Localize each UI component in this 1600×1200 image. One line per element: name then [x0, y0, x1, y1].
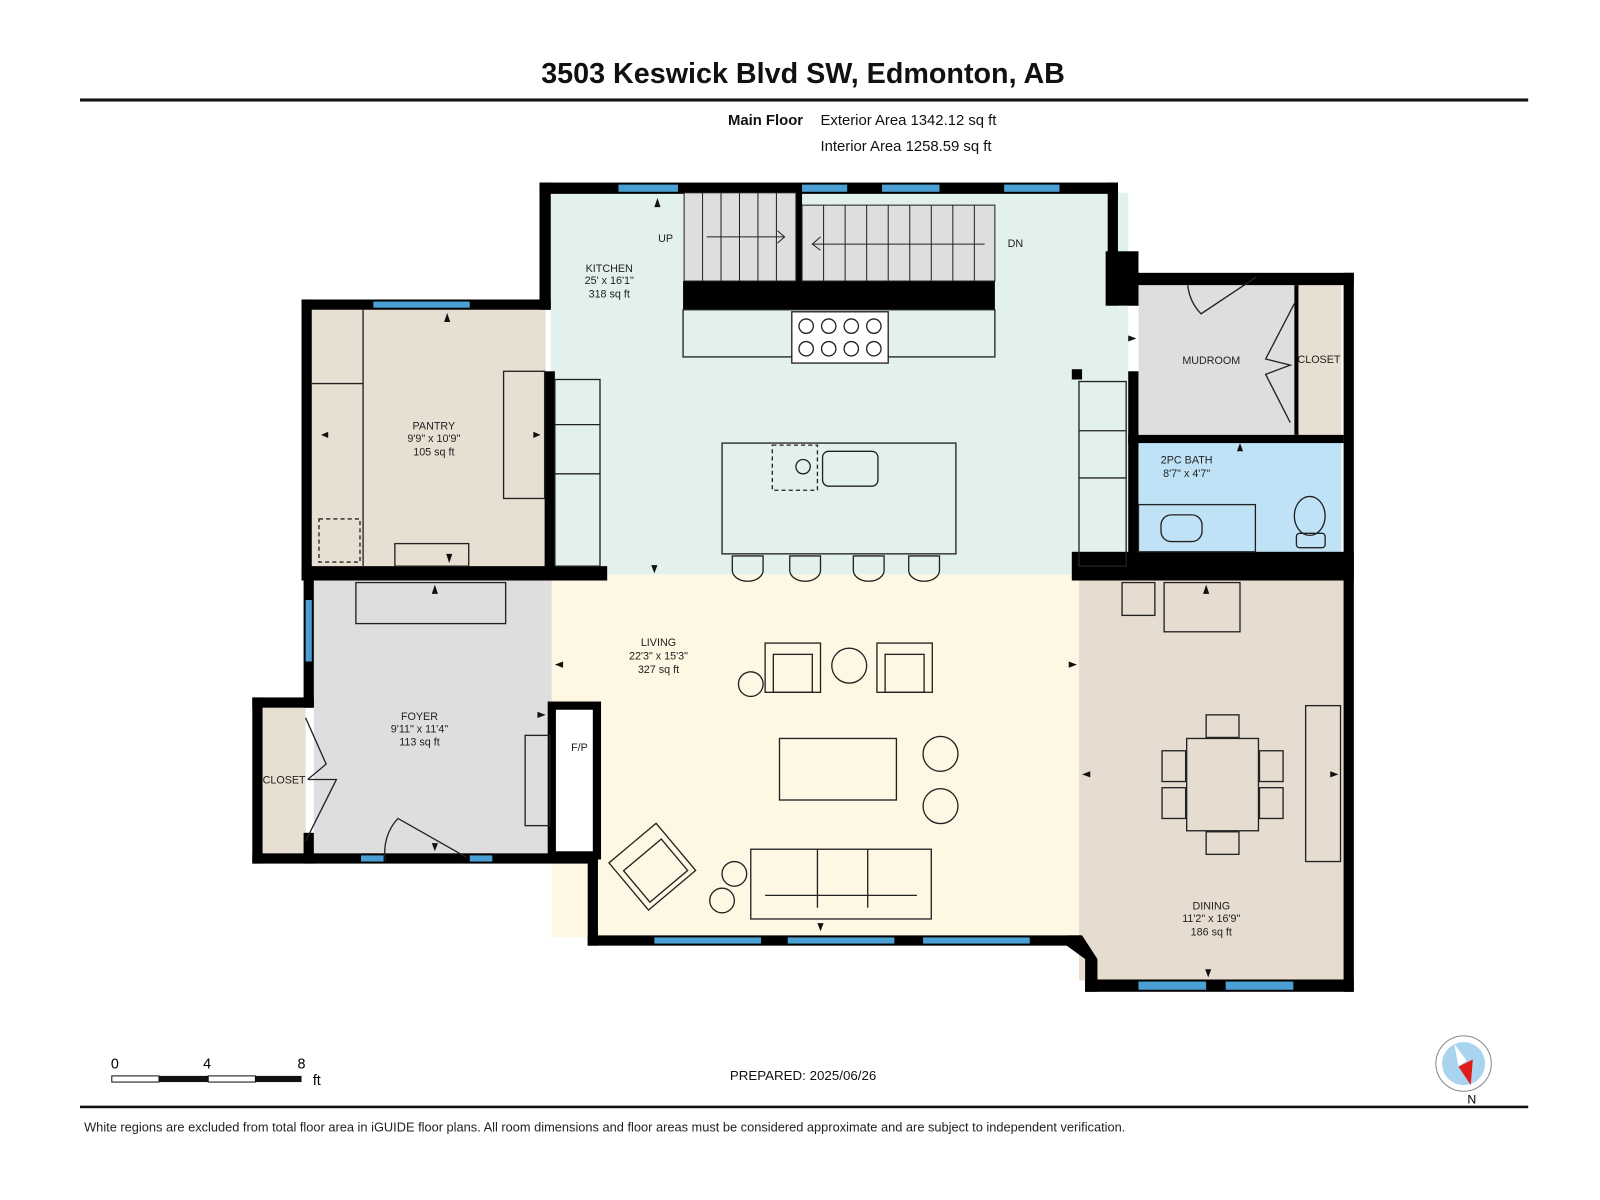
room-label-closet-right: CLOSET: [1297, 354, 1340, 366]
room-area: 113 sq ft: [399, 737, 439, 749]
room-dims: 9'9" x 10'9": [407, 433, 460, 445]
footer-disclaimer: White regions are excluded from total fl…: [84, 1119, 1125, 1134]
room-dims: 25' x 16'1": [585, 275, 634, 287]
room-label-closet-left: CLOSET: [263, 775, 306, 787]
room-label-foyer: FOYER 9'11" x 11'4" 113 sq ft: [391, 711, 449, 749]
mudroom-bath-fixtures: [1137, 276, 1326, 553]
room-label-bath: 2PC BATH 8'7" x 4'7": [1161, 455, 1213, 480]
windows: [305, 184, 1294, 990]
left-closet-floor: [262, 707, 306, 854]
room-name: PANTRY: [413, 421, 456, 433]
island-sink: [821, 450, 879, 487]
room-name: FOYER: [401, 711, 438, 723]
exterior-area: Exterior Area 1342.12 sq ft: [821, 113, 998, 129]
page-title: 3503 Keswick Blvd SW, Edmonton, AB: [541, 58, 1065, 90]
dining-furniture: [1121, 581, 1342, 863]
room-area: 327 sq ft: [638, 664, 679, 676]
scale-unit: ft: [313, 1073, 321, 1089]
prepared-date: PREPARED: 2025/06/26: [730, 1068, 876, 1083]
right-closet-floor: [1298, 285, 1342, 435]
stairs-down-label: DN: [1008, 238, 1024, 250]
compass-north-label: N: [1467, 1093, 1476, 1107]
room-dims: 11'2" x 16'9": [1182, 913, 1240, 925]
room-dims: 8'7" x 4'7": [1163, 468, 1210, 480]
living-floor: [551, 574, 1079, 938]
sofa: [750, 848, 932, 920]
scale-bar: 0 4 8 ft: [111, 1057, 321, 1089]
bath-sink: [1160, 514, 1203, 543]
door-arrows: [321, 197, 1339, 978]
footer-rule: [80, 1105, 1529, 1109]
room-name: 2PC BATH: [1161, 455, 1213, 467]
cooktop: [791, 311, 889, 364]
kitchen-fixtures: [554, 309, 1127, 582]
interior-area: Interior Area 1258.59 sq ft: [821, 139, 993, 155]
toilet: [1293, 495, 1326, 537]
foyer-floor: [313, 580, 552, 856]
living-furniture: [608, 642, 959, 920]
foyer-fixtures: [305, 581, 551, 862]
pantry-fixtures: [311, 309, 546, 567]
fireplace-box: [547, 701, 602, 860]
room-dims: 9'11" x 11'4": [391, 723, 449, 735]
dining-floor: [1078, 580, 1344, 981]
room-dims: 22'3" x 15'3": [629, 650, 688, 662]
stairs-up-label: UP: [658, 233, 673, 245]
dining-table: [1186, 737, 1260, 832]
room-label-fireplace: F/P: [571, 742, 588, 754]
room-name: LIVING: [641, 637, 676, 649]
room-name: KITCHEN: [586, 263, 633, 275]
room-label-living: LIVING 22'3" x 15'3" 327 sq ft: [629, 637, 688, 676]
room-area: 186 sq ft: [1191, 926, 1232, 938]
room-label-dining: DINING 11'2" x 16'9" 186 sq ft: [1182, 901, 1240, 939]
room-area: 318 sq ft: [589, 288, 630, 300]
coffee-table: [778, 737, 898, 801]
floor-name: Main Floor: [728, 113, 803, 129]
room-label-pantry: PANTRY 9'9" x 10'9" 105 sq ft: [407, 421, 460, 459]
scale-tick-8: 8: [298, 1057, 306, 1073]
compass-icon: N: [1435, 1035, 1492, 1107]
room-area: 105 sq ft: [413, 446, 454, 458]
scale-tick-0: 0: [111, 1057, 119, 1073]
pantry-floor: [311, 309, 546, 569]
room-fills: [262, 192, 1344, 981]
scale-tick-4: 4: [203, 1057, 211, 1073]
room-label-kitchen: KITCHEN 25' x 16'1" 318 sq ft: [585, 263, 634, 301]
room-name: DINING: [1192, 901, 1230, 913]
room-label-mudroom: MUDROOM: [1182, 355, 1240, 367]
staircase[interactable]: UP DN: [658, 192, 1024, 282]
kitchen-island: [721, 442, 957, 555]
header-rule: [80, 98, 1529, 102]
